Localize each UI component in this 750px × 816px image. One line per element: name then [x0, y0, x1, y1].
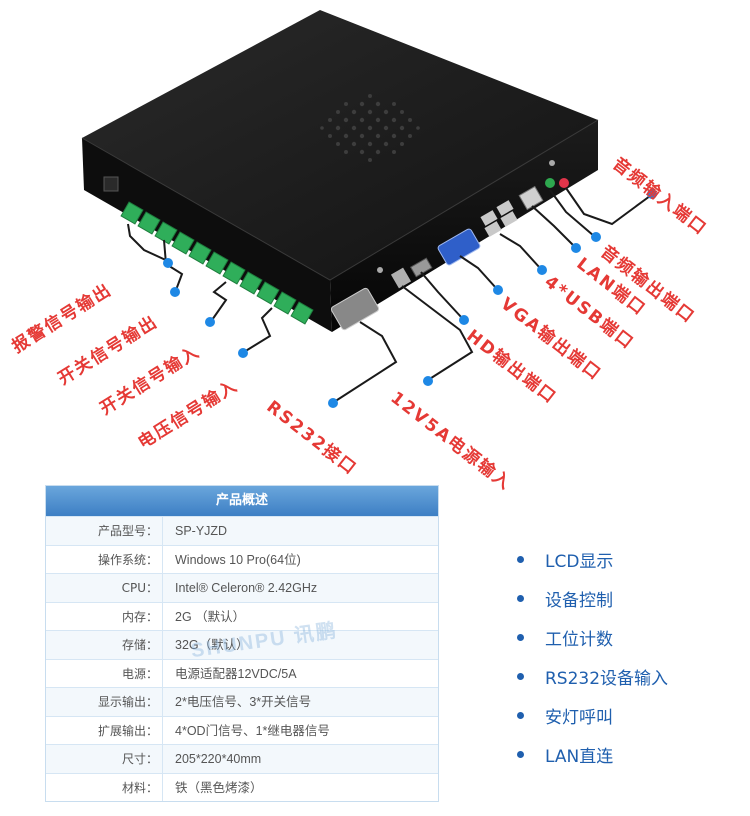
- feature-label: RS232设备输入: [545, 669, 669, 689]
- spec-key: 操作系统：: [46, 545, 163, 573]
- table-row: 存储： 32G（默认）: [46, 630, 438, 659]
- table-row: 尺寸： 205*220*40mm: [46, 744, 438, 773]
- bullet-dot-icon: [517, 634, 524, 641]
- list-item: 工位计数: [517, 618, 737, 657]
- rs232-port: [330, 287, 380, 331]
- feature-label: 安灯呼叫: [545, 708, 613, 728]
- spec-value: 32G（默认）: [175, 638, 249, 652]
- list-item: LAN直连: [517, 735, 737, 774]
- spec-value: 205*220*40mm: [175, 752, 262, 766]
- table-row: 内存： 2G （默认）: [46, 601, 438, 630]
- spec-key: 电源：: [46, 659, 163, 687]
- front-ports: [330, 160, 569, 331]
- feature-list: LCD显示 设备控制 工位计数 RS232设备输入 安灯呼叫 LAN直连: [517, 540, 737, 774]
- leader-lines: [127, 187, 651, 403]
- spec-key: 显示输出：: [46, 688, 163, 716]
- usb-port-3: [484, 221, 502, 237]
- side-switch: [103, 176, 119, 192]
- usb-port-1: [480, 210, 498, 226]
- spec-key: 内存：: [46, 602, 163, 630]
- feature-label: 工位计数: [545, 630, 613, 650]
- leader-dots: [163, 189, 657, 408]
- feature-label: 设备控制: [545, 591, 613, 611]
- terminal-blocks: [120, 201, 314, 325]
- audio-out-jack: [545, 178, 555, 188]
- power-port: [390, 267, 412, 289]
- spec-value: 2G （默认）: [175, 609, 246, 624]
- spec-table-title: 产品概述: [46, 486, 438, 516]
- spec-key: 尺寸：: [46, 745, 163, 773]
- spec-value: 电源适配器12VDC/5A: [175, 666, 297, 681]
- spec-table: 产品概述 产品型号： SP-YJZD 操作系统： Windows 10 Pro(…: [45, 485, 439, 802]
- bullet-dot-icon: [517, 751, 524, 758]
- table-row: 显示输出： 2*电压信号、3*开关信号: [46, 687, 438, 716]
- feature-label: LCD显示: [545, 552, 614, 572]
- table-row: CPU： Intel® Celeron® 2.42GHz: [46, 573, 438, 602]
- table-row: 电源： 电源适配器12VDC/5A: [46, 658, 438, 687]
- vga-port: [437, 228, 481, 266]
- device-body: [81, 10, 599, 332]
- spec-key: 产品型号：: [46, 517, 163, 545]
- spec-value: SP-YJZD: [175, 524, 228, 538]
- spec-value: 2*电压信号、3*开关信号: [175, 695, 312, 709]
- hd-port: [410, 257, 433, 278]
- spec-value: Intel® Celeron® 2.42GHz: [175, 581, 318, 595]
- feature-label: LAN直连: [545, 747, 614, 767]
- audio-in-jack: [559, 178, 569, 188]
- usb-port-4: [500, 211, 518, 227]
- spec-key: 材料：: [46, 773, 163, 801]
- screw: [377, 267, 383, 273]
- usb-port-2: [496, 200, 514, 216]
- vent-grille: [320, 94, 420, 162]
- spec-key: 存储：: [46, 631, 163, 659]
- spec-value: 铁（黑色烤漆）: [175, 780, 263, 795]
- bullet-dot-icon: [517, 595, 524, 602]
- table-row: 扩展输出： 4*OD门信号、1*继电器信号: [46, 715, 438, 744]
- product-diagram: [81, 10, 657, 408]
- list-item: 设备控制: [517, 579, 737, 618]
- list-item: RS232设备输入: [517, 657, 737, 696]
- bullet-dot-icon: [517, 673, 524, 680]
- list-item: 安灯呼叫: [517, 696, 737, 735]
- table-row: 产品型号： SP-YJZD: [46, 516, 438, 545]
- spec-key: 扩展输出：: [46, 716, 163, 744]
- list-item: LCD显示: [517, 540, 737, 579]
- bullet-dot-icon: [517, 556, 524, 563]
- lan-port: [518, 185, 544, 211]
- spec-value: 4*OD门信号、1*继电器信号: [175, 723, 330, 738]
- screw: [549, 160, 555, 166]
- table-row: 操作系统： Windows 10 Pro(64位): [46, 544, 438, 573]
- spec-value: Windows 10 Pro(64位): [175, 552, 301, 567]
- table-row: 材料： 铁（黑色烤漆）: [46, 772, 438, 801]
- spec-key: CPU：: [46, 574, 163, 602]
- bullet-dot-icon: [517, 712, 524, 719]
